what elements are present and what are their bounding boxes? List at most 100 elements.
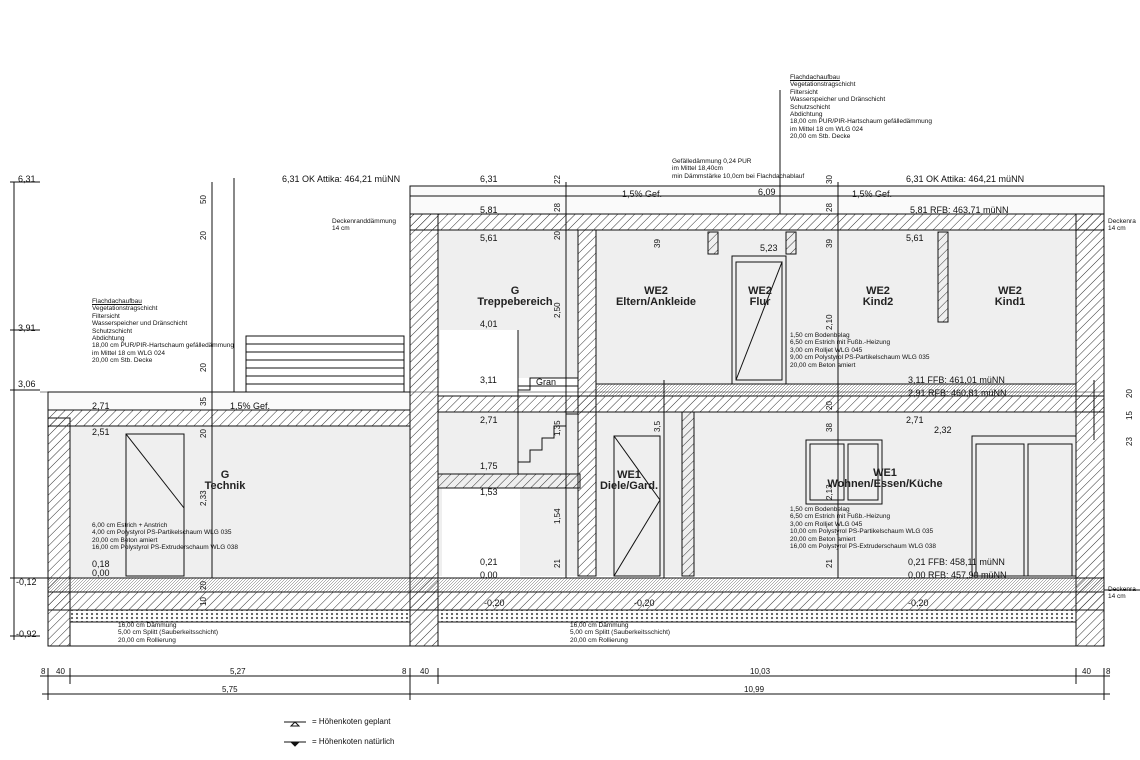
slope-right: 1,5% Gef. xyxy=(852,189,893,199)
dim-lv-3: 35 xyxy=(199,397,208,406)
dim-lv-0: 50 xyxy=(199,195,208,204)
level-020-c: -0,20 xyxy=(908,598,929,608)
dim-b1-0: 8 xyxy=(41,667,46,676)
dim-rv-2: 39 xyxy=(825,239,834,248)
buildup-roof-left: Flachdachaufbau Vegetationstragschicht F… xyxy=(92,298,234,365)
dim-b1-6: 40 xyxy=(1082,667,1091,676)
level-401: 4,01 xyxy=(480,319,498,329)
railing xyxy=(245,335,405,393)
dim-mv-5: 1,35 xyxy=(553,420,562,436)
level-top-left: 6,31 xyxy=(18,174,36,184)
attika-left: 6,31 OK Attika: 464,21 müNN xyxy=(282,174,401,184)
dim-b1-5: 10,03 xyxy=(750,667,771,676)
roof-slab xyxy=(409,213,1105,231)
level-020-a: -0,20 xyxy=(484,598,505,608)
level-271-mid: 2,71 xyxy=(480,415,498,425)
dim-mv-3: 2,50 xyxy=(553,302,562,318)
wall-left-garage xyxy=(47,417,71,647)
dim-x-2: 20 xyxy=(1125,389,1134,398)
buildup-floor-ground: 1,50 cm Bodenbelag 6,50 cm Estrich mit F… xyxy=(790,506,936,551)
level-631-mid: 6,31 xyxy=(480,174,498,184)
dim-b2-1: 10,99 xyxy=(744,685,765,694)
level-523: 5,23 xyxy=(760,243,778,253)
dim-mv-7: 21 xyxy=(553,559,562,568)
level-271-left: 2,71 xyxy=(92,401,110,411)
dim-lv-6: 20 xyxy=(199,581,208,590)
buildup-foundation-mid: 16,00 cm Dämmung 5,00 cm Splitt (Sauberk… xyxy=(570,622,671,644)
dim-rv-4: 20 xyxy=(825,401,834,410)
eg-fill xyxy=(596,412,1076,576)
level-561-right: 5,61 xyxy=(906,233,924,243)
dim-lv-7: 10 xyxy=(199,597,208,606)
level-m012: -0,12 xyxy=(16,577,37,587)
level-311-left: 3,11 xyxy=(480,375,497,385)
level-311-ffb: 3,11 FFB: 461,01 müNN xyxy=(908,375,1005,385)
wall-right xyxy=(1075,189,1105,647)
legend-planned: = Höhenkoten geplant xyxy=(312,717,391,726)
attika-right: 6,31 OK Attika: 464,21 müNN xyxy=(906,174,1025,184)
dim-lv-5: 2,33 xyxy=(199,490,208,506)
dim-x-0: 39 xyxy=(653,239,662,248)
legend-symbols xyxy=(284,721,306,747)
buildup-floor-upper: 1,50 cm Bodenbelag 6,50 cm Estrich mit F… xyxy=(790,332,930,369)
dim-rv-7: 21 xyxy=(825,559,834,568)
level-306: 3,06 xyxy=(18,379,36,389)
dim-mv-0: 22 xyxy=(553,175,562,184)
level-271-right: 2,71 xyxy=(906,415,924,425)
level-020-b: -0,20 xyxy=(634,598,655,608)
dim-x-4: 23 xyxy=(1125,437,1134,446)
level-291-rfb: 2,91 RFB: 460,81 müNN xyxy=(908,388,1007,398)
slope-mid: 1,5% Gef. xyxy=(622,189,663,199)
dim-b1-1: 40 xyxy=(56,667,65,676)
dim-mv-2: 20 xyxy=(553,231,562,240)
legend-natural: = Höhenkoten natürlich xyxy=(312,737,395,746)
dim-lv-2: 20 xyxy=(199,363,208,372)
level-175: 1,75 xyxy=(480,461,498,471)
level-251: 2,51 xyxy=(92,427,110,437)
dim-b1-4: 40 xyxy=(420,667,429,676)
dim-lv-4: 20 xyxy=(199,429,208,438)
dim-rv-5: 38 xyxy=(825,423,834,432)
level-153: 1,53 xyxy=(480,487,498,497)
buildup-floor-garage: 6,00 cm Estrich + Anstrich 4,00 cm Polys… xyxy=(92,522,238,552)
dim-rv-6: 2,13 xyxy=(825,484,834,500)
buildup-roof-top: Flachdachaufbau Vegetationstragschicht F… xyxy=(790,74,932,141)
level-000-rfb: 0,00 RFB: 457,90 müNN xyxy=(908,570,1007,580)
level-021-mid: 0,21 xyxy=(480,557,498,567)
dim-x-1: 3,5 xyxy=(653,420,662,432)
dim-b1-7: 8 xyxy=(1106,667,1111,676)
slope-left: 1,5% Gef. xyxy=(230,401,271,411)
level-232-right: 2,32 xyxy=(934,425,952,435)
level-018: 0,18 xyxy=(92,559,110,569)
level-000-left: 0,00 xyxy=(92,568,110,578)
note-gran: Gran xyxy=(536,377,557,387)
dim-x-3: 15 xyxy=(1125,411,1134,420)
floor-slab-og xyxy=(577,395,1105,413)
wall-mid xyxy=(409,189,439,647)
garage-roof-slab xyxy=(47,409,411,427)
dim-mv-6: 1,54 xyxy=(553,508,562,524)
dim-mv-1: 28 xyxy=(553,203,562,212)
level-m092: -0,92 xyxy=(16,629,37,639)
dim-lv-1: 20 xyxy=(199,231,208,240)
technik-fill xyxy=(70,426,410,578)
dim-b2-0: 5,75 xyxy=(222,685,238,694)
dim-rv-3: 2,10 xyxy=(825,314,834,330)
level-391: 3,91 xyxy=(18,323,36,333)
level-561-left: 5,61 xyxy=(480,233,498,243)
level-581-left: 5,81 xyxy=(480,205,498,215)
og-fill xyxy=(596,230,1076,384)
dim-rv-1: 28 xyxy=(825,203,834,212)
